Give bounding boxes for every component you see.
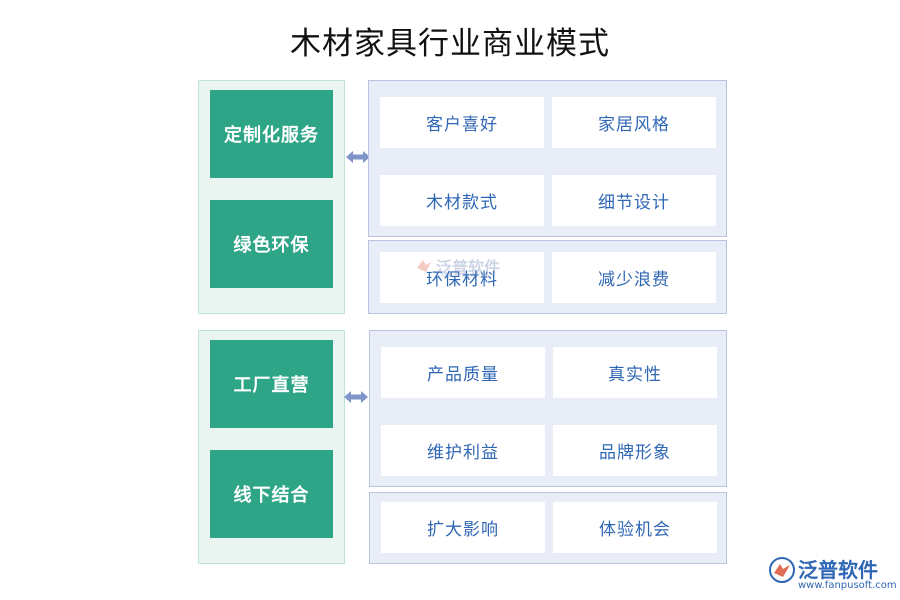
cell-eco-material: 环保材料	[380, 252, 544, 303]
brand-url: www.fanpusoft.com	[798, 580, 897, 591]
cell-home-style: 家居风格	[552, 97, 716, 148]
cell-brand-image: 品牌形象	[553, 425, 717, 476]
diagram-title: 木材家具行业商业模式	[290, 26, 610, 62]
cell-authenticity: 真实性	[553, 347, 717, 398]
tag-offline-combine: 线下结合	[210, 450, 333, 538]
tag-custom-service: 定制化服务	[210, 90, 333, 178]
watermark: 泛普软件 www.fanpusoft.com	[414, 252, 514, 280]
cell-customer-preference: 客户喜好	[380, 97, 544, 148]
cell-wood-design: 木材款式	[380, 175, 544, 226]
cell-protect-interests: 维护利益	[381, 425, 545, 476]
brand-logo: 泛普软件 www.fanpusoft.com	[768, 552, 897, 594]
watermark-logo-icon	[417, 260, 431, 272]
cell-expand-influence: 扩大影响	[381, 502, 545, 553]
cell-product-quality: 产品质量	[381, 347, 545, 398]
tag-green-eco: 绿色环保	[210, 200, 333, 288]
cell-reduce-waste: 减少浪费	[552, 252, 716, 303]
double-arrow-icon	[344, 391, 368, 403]
watermark-text: 泛普软件	[436, 258, 501, 277]
cell-experience-chance: 体验机会	[553, 502, 717, 553]
watermark-url: www.fanpusoft.com	[436, 272, 496, 279]
cell-detail-design: 细节设计	[552, 175, 716, 226]
brand-logo-icon	[769, 557, 795, 583]
tag-factory-direct: 工厂直营	[210, 340, 333, 428]
brand-name: 泛普软件	[798, 558, 878, 582]
double-arrow-icon	[346, 151, 370, 163]
